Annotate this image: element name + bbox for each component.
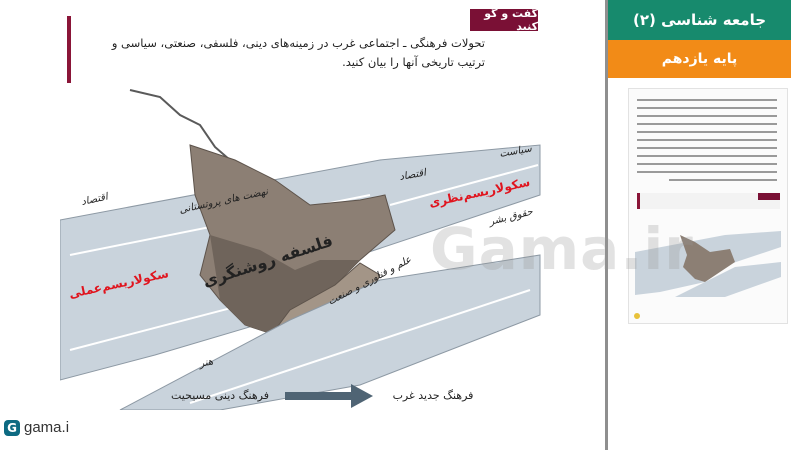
gama-logo: G gama.i (4, 419, 69, 436)
watermark: Gama.ir (430, 215, 694, 283)
discussion-accent-bar (67, 16, 71, 83)
book-title: جامعه شناسی (۲) (608, 0, 791, 40)
arrow-to-label: فرهنگ جدید غرب (392, 389, 474, 402)
culture-shift-arrow (285, 384, 373, 408)
label-economy-left: اقتصاد (80, 191, 110, 208)
grade-subtitle: پایه یازدهم (608, 40, 791, 78)
thumbnail-discussion-box (637, 193, 780, 209)
discussion-text: تحولات فرهنگی ـ اجتماعی غرب در زمینه‌های… (111, 36, 485, 69)
discussion-tag: گفت و گو کنید (470, 7, 538, 33)
label-art: هنر (196, 356, 214, 370)
sidebar: جامعه شناسی (۲) پایه یازدهم (608, 0, 791, 450)
thumbnail-page-dot (634, 313, 640, 319)
panel-divider (605, 0, 608, 450)
slide-canvas: گفت و گو کنید تحولات فرهنگی ـ اجتماعی غر… (4, 7, 541, 436)
thumbnail-illustration (635, 231, 781, 297)
crack-depth (210, 235, 360, 335)
gama-logo-text: gama.i (24, 419, 70, 436)
gama-logo-mark: G (4, 419, 20, 436)
crack-far (129, 89, 231, 161)
label-economy-center: اقتصاد (399, 167, 428, 183)
arrow-from-label: فرهنگ دینی مسیحیت (171, 389, 269, 402)
road-near (119, 254, 541, 410)
slide-thumbnail[interactable] (628, 88, 788, 324)
crack-illustration: اقتصاد نهضت های پروتستانی اقتصاد سیاست س… (60, 89, 541, 410)
